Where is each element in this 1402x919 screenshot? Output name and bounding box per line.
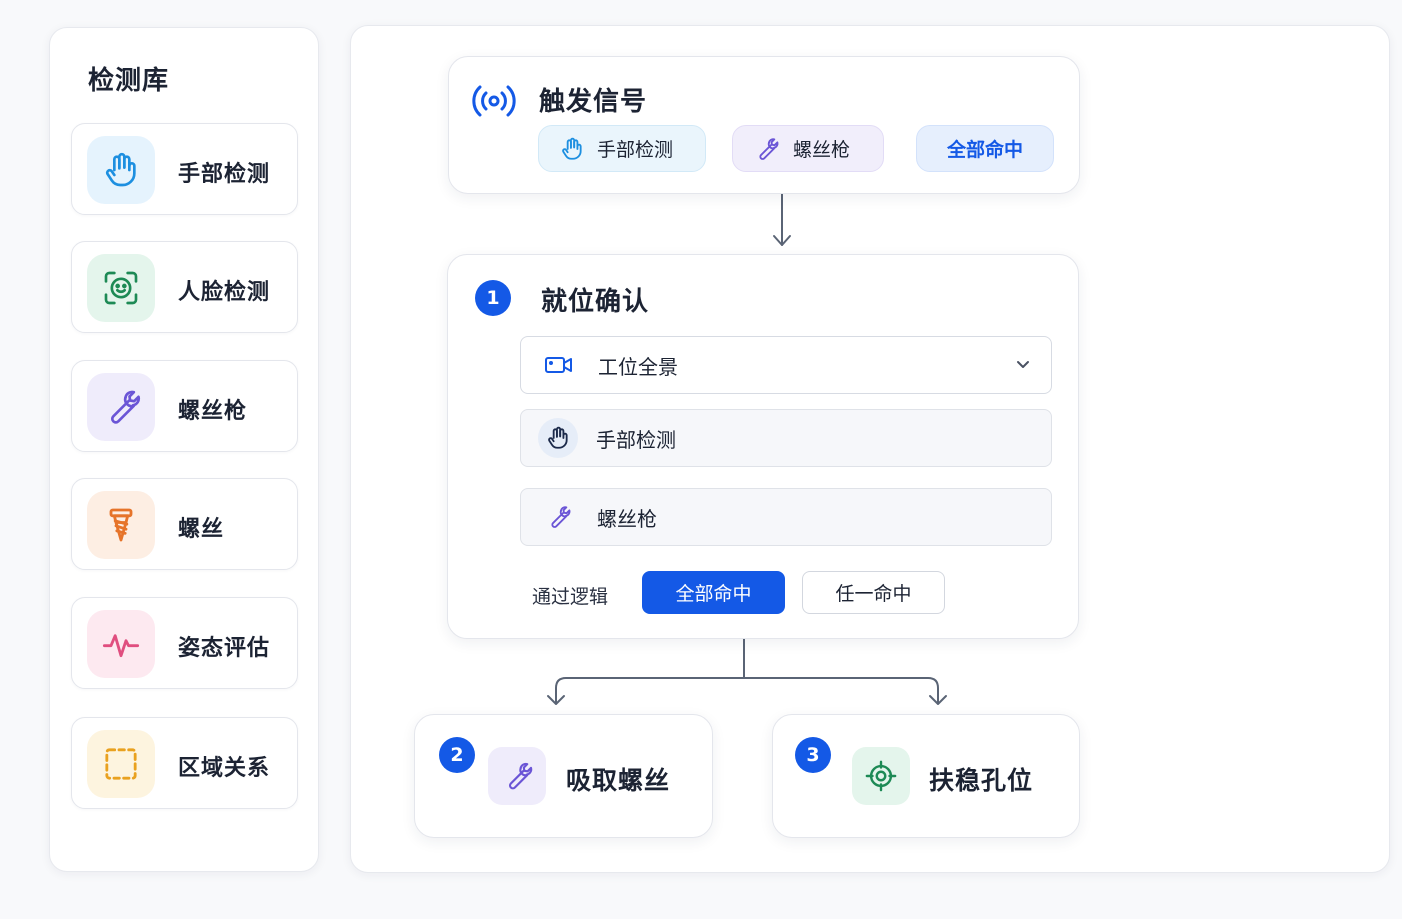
- step-3-card[interactable]: 3 扶稳孔位: [772, 714, 1080, 838]
- trigger-chip-screw-gun[interactable]: 螺丝枪: [732, 125, 884, 172]
- trigger-chip-all-hit[interactable]: 全部命中: [916, 125, 1054, 172]
- detector-label: 手部检测: [596, 427, 676, 452]
- face-scan-icon: [87, 254, 155, 322]
- wrench-icon: [488, 747, 546, 805]
- signal-icon: [471, 81, 517, 121]
- wrench-icon: [87, 373, 155, 441]
- chip-label: 螺丝枪: [793, 139, 851, 161]
- detector-label: 螺丝枪: [597, 506, 657, 531]
- camera-select[interactable]: 工位全景: [520, 336, 1052, 394]
- target-icon: [852, 747, 910, 805]
- step-number-badge: 2: [439, 737, 475, 773]
- hand-icon: [559, 136, 585, 162]
- trigger-chip-hand-detection[interactable]: 手部检测: [538, 125, 706, 172]
- pass-logic-label: 通过逻辑: [532, 586, 609, 608]
- chip-label: 全部命中: [946, 139, 1023, 161]
- step-label: 扶稳孔位: [929, 766, 1034, 795]
- library-item-pose-estimation[interactable]: 姿态评估: [71, 597, 298, 689]
- screw-icon: [87, 491, 155, 559]
- library-item-label: 螺丝枪: [178, 399, 248, 424]
- video-camera-icon: [544, 354, 574, 376]
- step-1-card[interactable]: 1 就位确认 工位全景 手部检测: [447, 254, 1079, 639]
- library-title: 检测库: [88, 66, 170, 96]
- library-item-label: 手部检测: [178, 162, 271, 187]
- library-item-label: 区域关系: [178, 756, 271, 781]
- step-title: 就位确认: [541, 287, 650, 317]
- wrench-icon: [753, 136, 779, 162]
- library-item-label: 螺丝: [178, 517, 225, 542]
- step-label: 吸取螺丝: [566, 766, 671, 795]
- library-item-label: 姿态评估: [178, 636, 271, 661]
- pulse-icon: [87, 610, 155, 678]
- detector-row-screw-gun[interactable]: 螺丝枪: [520, 488, 1052, 546]
- hand-icon: [538, 418, 578, 458]
- chip-label: 手部检测: [597, 139, 674, 161]
- library-item-screw[interactable]: 螺丝: [71, 478, 298, 570]
- library-item-region-relation[interactable]: 区域关系: [71, 717, 298, 809]
- chevron-down-icon: [1015, 356, 1031, 372]
- workflow-canvas: 触发信号 手部检测 螺丝枪 全部命中 1 就位确认: [350, 25, 1390, 873]
- step-2-card[interactable]: 2 吸取螺丝: [414, 714, 713, 838]
- dashed-square-icon: [87, 730, 155, 798]
- logic-any-hit-button[interactable]: 任一命中: [802, 571, 945, 614]
- library-item-hand-detection[interactable]: 手部检测: [71, 123, 298, 215]
- library-item-face-detection[interactable]: 人脸检测: [71, 241, 298, 333]
- trigger-title: 触发信号: [539, 87, 648, 117]
- trigger-signal-card[interactable]: 触发信号 手部检测 螺丝枪 全部命中: [448, 56, 1080, 194]
- logic-all-hit-button[interactable]: 全部命中: [642, 571, 785, 614]
- step-number-badge: 1: [475, 280, 511, 316]
- camera-select-value: 工位全景: [598, 354, 678, 379]
- detection-library-panel: 检测库 手部检测 人脸检测 螺丝枪 螺丝: [49, 27, 319, 872]
- hand-icon: [87, 136, 155, 204]
- step-number-badge: 3: [795, 737, 831, 773]
- library-item-screw-gun[interactable]: 螺丝枪: [71, 360, 298, 452]
- wrench-icon: [545, 504, 571, 530]
- library-item-label: 人脸检测: [178, 280, 271, 305]
- detector-row-hand-detection[interactable]: 手部检测: [520, 409, 1052, 467]
